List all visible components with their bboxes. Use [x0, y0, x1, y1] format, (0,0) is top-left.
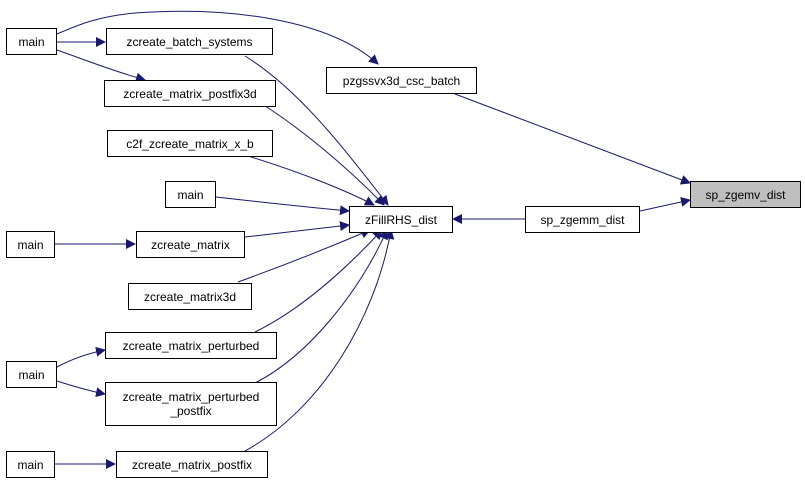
- node-c2f-zcreate-matrix-x-b[interactable]: c2f_zcreate_matrix_x_b: [107, 130, 273, 157]
- edge-zcreate-matrix3d-to-zfillrhs: [237, 228, 371, 283]
- node-sp-zgemm-dist[interactable]: sp_zgemm_dist: [525, 206, 640, 233]
- edge-zcreate-matrix-postfix-to-zfillrhs: [244, 229, 395, 452]
- edge-main-to-pzgssvx3d-csc-batch: [56, 10, 379, 65]
- node-sp-zgemv-dist[interactable]: sp_zgemv_dist: [690, 181, 801, 208]
- edge-sp-zgemm-to-sp-zgemv: [639, 197, 691, 212]
- edge-zcreate-matrix-to-zfillrhs: [244, 221, 350, 238]
- edge-main2-to-zfillrhs: [215, 196, 350, 216]
- node-zcreate-matrix-perturbed-postfix[interactable]: zcreate_matrix_perturbed _postfix: [105, 382, 277, 426]
- edge-main-to-zcreate-matrix-postfix3d: [56, 49, 146, 83]
- node-zcreate-matrix-postfix[interactable]: zcreate_matrix_postfix: [116, 451, 268, 478]
- edge-c2f-to-zfillrhs: [247, 155, 375, 206]
- edge-zcreate-matrix-perturbed-to-zfillrhs: [254, 229, 383, 333]
- node-zcreate-matrix[interactable]: zcreate_matrix: [136, 231, 245, 258]
- node-zcreate-matrix-postfix3d[interactable]: zcreate_matrix_postfix3d: [104, 80, 276, 107]
- edge-zcreate-batch-systems-to-zfillrhs: [244, 55, 389, 206]
- node-zfillrhs-dist[interactable]: zFillRHS_dist: [349, 206, 453, 233]
- edge-pzgssvx3d-to-sp-zgemv: [454, 93, 691, 185]
- node-zcreate-matrix-perturbed[interactable]: zcreate_matrix_perturbed: [105, 332, 277, 359]
- node-main[interactable]: main: [6, 28, 57, 55]
- edge-zcreate-matrix-perturbed-postfix-to-zfillrhs: [254, 229, 388, 384]
- node-main[interactable]: main: [6, 451, 55, 478]
- node-main[interactable]: main: [6, 231, 55, 258]
- node-main[interactable]: main: [6, 361, 57, 388]
- node-pzgssvx3d-csc-batch[interactable]: pzgssvx3d_csc_batch: [326, 67, 477, 94]
- edge-main4-to-zcreate-matrix-perturbed-postfix: [56, 380, 106, 398]
- node-main[interactable]: main: [165, 181, 216, 208]
- edge-zcreate-matrix-postfix3d-to-zfillrhs: [261, 103, 385, 206]
- node-zcreate-matrix3d[interactable]: zcreate_matrix3d: [128, 283, 252, 310]
- node-zcreate-batch-systems[interactable]: zcreate_batch_systems: [106, 28, 273, 55]
- edge-main4-to-zcreate-matrix-perturbed: [56, 346, 106, 368]
